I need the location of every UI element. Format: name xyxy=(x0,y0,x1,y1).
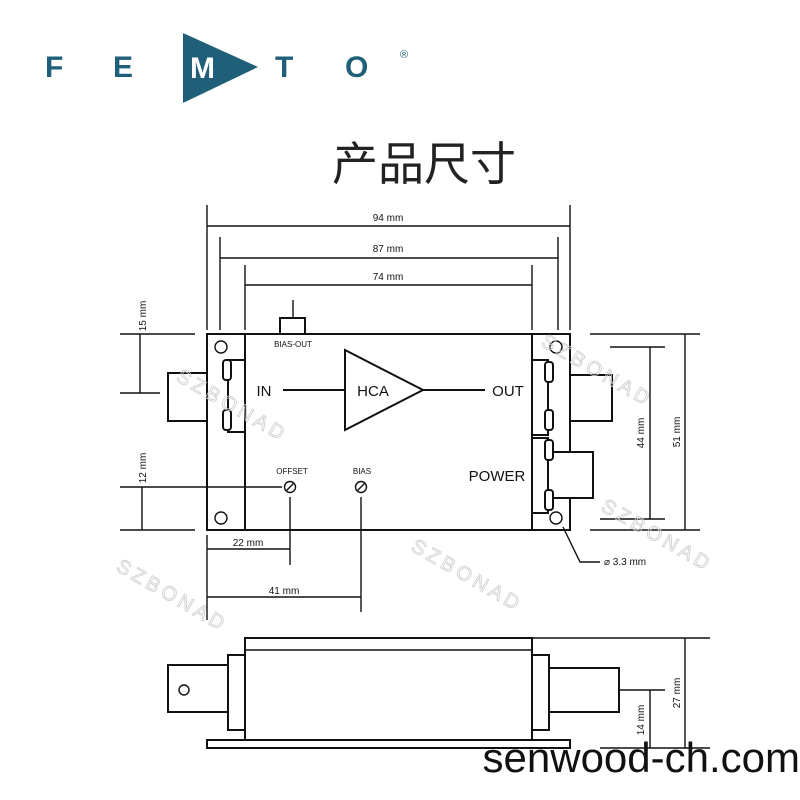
out-bnc-connector xyxy=(531,359,613,436)
dim-87mm: 87 mm xyxy=(373,244,404,255)
dim-74mm: 74 mm xyxy=(373,272,404,283)
mount-hole xyxy=(214,511,228,525)
in-label: IN xyxy=(257,383,272,400)
bias-trim-screw-icon xyxy=(354,480,368,494)
bias-out-connector xyxy=(279,300,306,335)
amplifier-symbol xyxy=(344,348,426,432)
mount-hole xyxy=(549,511,563,525)
logo-letter-o: O xyxy=(345,51,368,84)
logo-triangle xyxy=(183,33,258,103)
offset-trim-screw-icon xyxy=(283,480,297,494)
femto-logo: F E M T O ® xyxy=(45,33,408,103)
offset-label: OFFSET xyxy=(276,467,308,476)
amp-label: HCA xyxy=(357,383,389,400)
dim-12mm: 12 mm xyxy=(138,453,149,484)
top-dimensions xyxy=(206,205,571,330)
page-title: 产品尺寸 xyxy=(332,137,516,191)
dim-hole-diameter: ⌀ 3.3 mm xyxy=(604,557,646,568)
dim-51mm: 51 mm xyxy=(672,417,683,448)
dim-22mm: 22 mm xyxy=(233,538,264,549)
in-bnc-connector xyxy=(167,359,246,433)
watermark: SZBONAD xyxy=(113,555,232,636)
mount-hole xyxy=(214,340,228,354)
side-dimensions xyxy=(120,333,700,620)
power-label: POWER xyxy=(469,468,526,485)
logo-letter-m: M xyxy=(190,52,215,85)
footer-website: senwood-ch.com xyxy=(483,734,800,781)
watermark: SZBONAD xyxy=(408,535,527,616)
bias-label: BIAS xyxy=(353,467,371,476)
logo-letter-e: E xyxy=(113,51,133,84)
bias-out-label: BIAS-OUT xyxy=(274,340,312,349)
top-view: BIAS-OUT IN HCA OUT POWER OFFSET BIAS xyxy=(167,300,613,531)
dim-14mm: 14 mm xyxy=(636,705,647,736)
dim-27mm: 27 mm xyxy=(672,678,683,709)
logo-letter-f: F xyxy=(45,51,63,84)
side-view xyxy=(167,637,710,749)
dim-41mm: 41 mm xyxy=(269,586,300,597)
dim-44mm: 44 mm xyxy=(636,418,647,449)
mount-hole xyxy=(549,340,563,354)
dim-15mm: 15 mm xyxy=(138,301,149,332)
dim-94mm: 94 mm xyxy=(373,213,404,224)
out-label: OUT xyxy=(492,383,524,400)
logo-letter-t: T xyxy=(275,51,293,84)
power-connector xyxy=(531,437,594,514)
registered-mark: ® xyxy=(400,49,408,61)
